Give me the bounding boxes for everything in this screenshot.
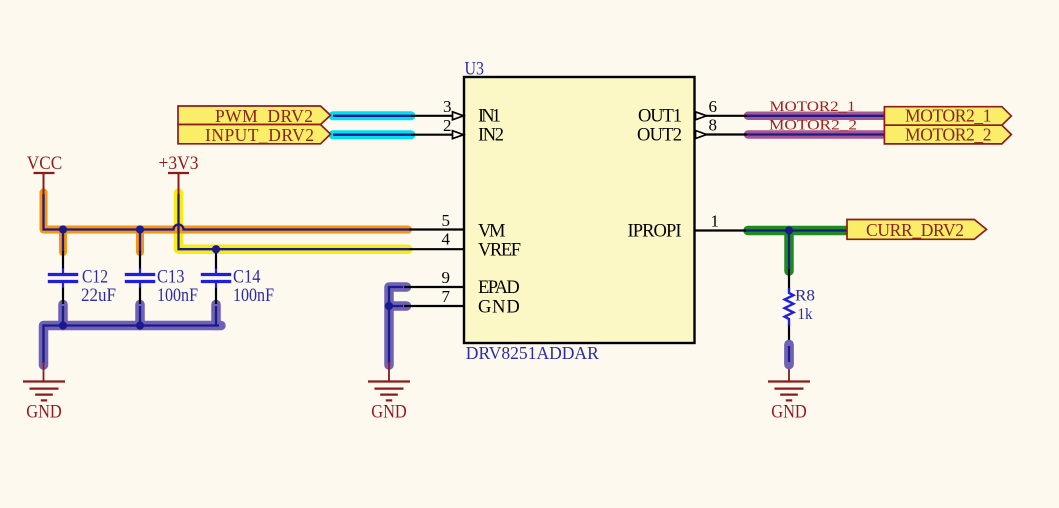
svg-text:MOTOR2_1: MOTOR2_1 (905, 106, 992, 126)
svg-text:EPAD: EPAD (478, 278, 520, 298)
svg-text:MOTOR2_2: MOTOR2_2 (769, 118, 857, 134)
svg-text:9: 9 (442, 268, 451, 287)
svg-text:MOTOR2_2: MOTOR2_2 (905, 124, 992, 144)
svg-text:R8: R8 (795, 288, 815, 305)
svg-text:1: 1 (711, 212, 720, 231)
svg-text:OUT2: OUT2 (637, 125, 682, 145)
svg-text:100nF: 100nF (157, 285, 198, 306)
svg-text:3: 3 (443, 97, 452, 116)
svg-text:GND: GND (371, 402, 407, 423)
svg-text:GND: GND (478, 297, 520, 317)
svg-text:7: 7 (442, 287, 451, 306)
svg-text:GND: GND (26, 402, 62, 423)
svg-text:1k: 1k (798, 306, 813, 323)
svg-text:PWM_DRV2: PWM_DRV2 (215, 106, 313, 126)
svg-text:5: 5 (442, 211, 451, 230)
svg-text:2: 2 (443, 116, 452, 135)
svg-text:C14: C14 (233, 267, 261, 288)
svg-text:MOTOR2_1: MOTOR2_1 (770, 99, 856, 115)
svg-text:U3: U3 (465, 59, 485, 79)
svg-text:CURR_DRV2: CURR_DRV2 (866, 220, 964, 240)
svg-text:GND: GND (771, 402, 807, 423)
svg-text:100nF: 100nF (233, 285, 274, 306)
svg-text:4: 4 (442, 229, 451, 248)
svg-text:VREF: VREF (478, 241, 521, 261)
svg-text:8: 8 (709, 116, 718, 135)
svg-text:VCC: VCC (27, 153, 63, 174)
svg-text:IN1: IN1 (478, 107, 501, 127)
svg-text:C12: C12 (82, 267, 108, 288)
svg-text:VM: VM (478, 222, 506, 242)
svg-text:+3V3: +3V3 (159, 153, 199, 174)
svg-text:OUT1: OUT1 (638, 107, 682, 127)
svg-text:DRV8251ADDAR: DRV8251ADDAR (466, 343, 599, 363)
svg-text:INPUT_DRV2: INPUT_DRV2 (205, 125, 314, 145)
svg-text:22uF: 22uF (81, 285, 116, 306)
svg-text:C13: C13 (157, 267, 185, 288)
svg-text:6: 6 (709, 97, 718, 116)
svg-text:IN2: IN2 (478, 125, 504, 145)
svg-text:IPROPI: IPROPI (628, 221, 682, 241)
